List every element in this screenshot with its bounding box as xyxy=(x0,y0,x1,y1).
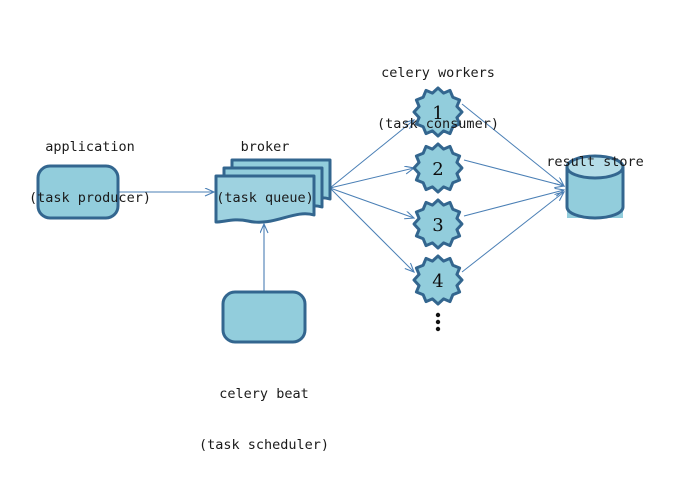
edge-broker-to-worker-3 xyxy=(329,187,414,218)
edge-broker-to-worker-4 xyxy=(329,187,414,272)
vertical-ellipsis-icon xyxy=(435,312,441,332)
broker-card-front xyxy=(214,174,316,224)
worker-1-number: 1 xyxy=(432,103,443,124)
node-worker-4[interactable]: 4 xyxy=(412,254,464,306)
node-worker-3[interactable]: 3 xyxy=(412,198,464,250)
node-result-store[interactable] xyxy=(565,154,625,220)
label-celery-workers: celery workers (task consumer) xyxy=(377,65,499,132)
node-celery-beat[interactable] xyxy=(221,290,307,344)
edge-worker-3-to-result-store xyxy=(463,190,564,217)
node-worker-2[interactable]: 2 xyxy=(412,142,464,194)
label-celery-beat: celery beat (task scheduler) xyxy=(198,386,330,453)
edge-worker-4-to-result-store xyxy=(461,192,564,273)
label-broker: broker (task queue) xyxy=(216,139,314,206)
edge-broker-to-worker-1 xyxy=(329,120,414,189)
edge-broker-to-worker-2 xyxy=(329,168,414,189)
edge-worker-1-to-result-store xyxy=(461,103,564,186)
node-broker[interactable] xyxy=(214,158,332,224)
worker-2-number: 2 xyxy=(432,159,443,180)
worker-4-number: 4 xyxy=(432,271,443,292)
diagram-graphics: 1 2 3 4 xyxy=(36,86,625,344)
label-application: application (task producer) xyxy=(29,139,151,206)
edge-worker-2-to-result-store xyxy=(463,159,564,186)
label-result-store: result store xyxy=(546,154,644,170)
worker-3-number: 3 xyxy=(432,215,443,236)
node-application[interactable] xyxy=(36,164,120,220)
node-worker-1[interactable]: 1 xyxy=(412,86,464,138)
diagram-canvas: 1 2 3 4 application xyxy=(29,65,644,453)
